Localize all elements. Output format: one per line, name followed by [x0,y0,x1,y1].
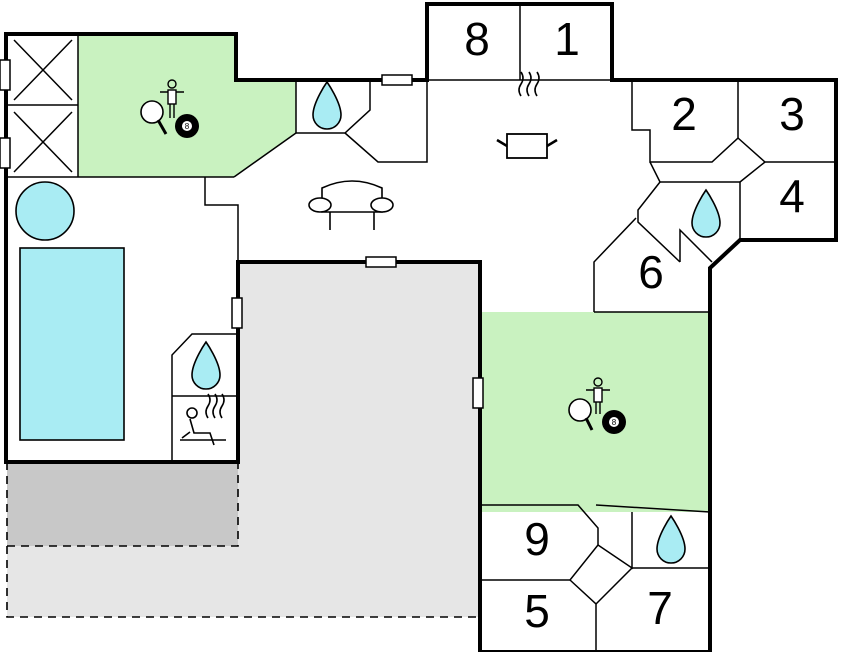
foosball-icon [160,79,184,118]
game-room-top [78,34,296,177]
room-number-3: 3 [779,88,805,140]
game-room-right [480,312,710,512]
table-tennis-icon [140,100,168,135]
room-number-9: 9 [524,513,550,565]
terrace-dashed-inner [7,462,239,547]
sofa-icon [308,180,394,230]
pool [19,247,125,441]
terrace-dashed-edge [6,462,478,618]
cooking-pot-icon [496,71,558,159]
billiard-ball-icon: 8 [175,114,199,138]
hot-tub [15,181,75,241]
terrace-dark [7,462,238,546]
billiard-ball-number: 8 [612,418,617,427]
terrace [6,262,478,618]
room-number-6: 6 [638,246,664,298]
foosball-icon [586,377,610,414]
room-number-5: 5 [524,585,550,637]
room-number-4: 4 [779,170,805,222]
water-drop-icon [691,188,721,238]
room-number-2: 2 [671,88,697,140]
water-drop-icon [191,340,221,390]
room-number-1: 1 [554,13,580,65]
inner-walls [6,4,836,652]
billiard-ball-number: 8 [185,122,190,131]
water-drop-icon [656,514,686,564]
billiard-ball-icon: 8 [602,410,626,434]
room-number-8: 8 [464,13,490,65]
water-drop-icon [312,80,342,130]
sauna-icon [180,393,226,446]
room-number-7: 7 [647,582,673,634]
windows [0,59,484,409]
table-tennis-icon [568,398,594,431]
